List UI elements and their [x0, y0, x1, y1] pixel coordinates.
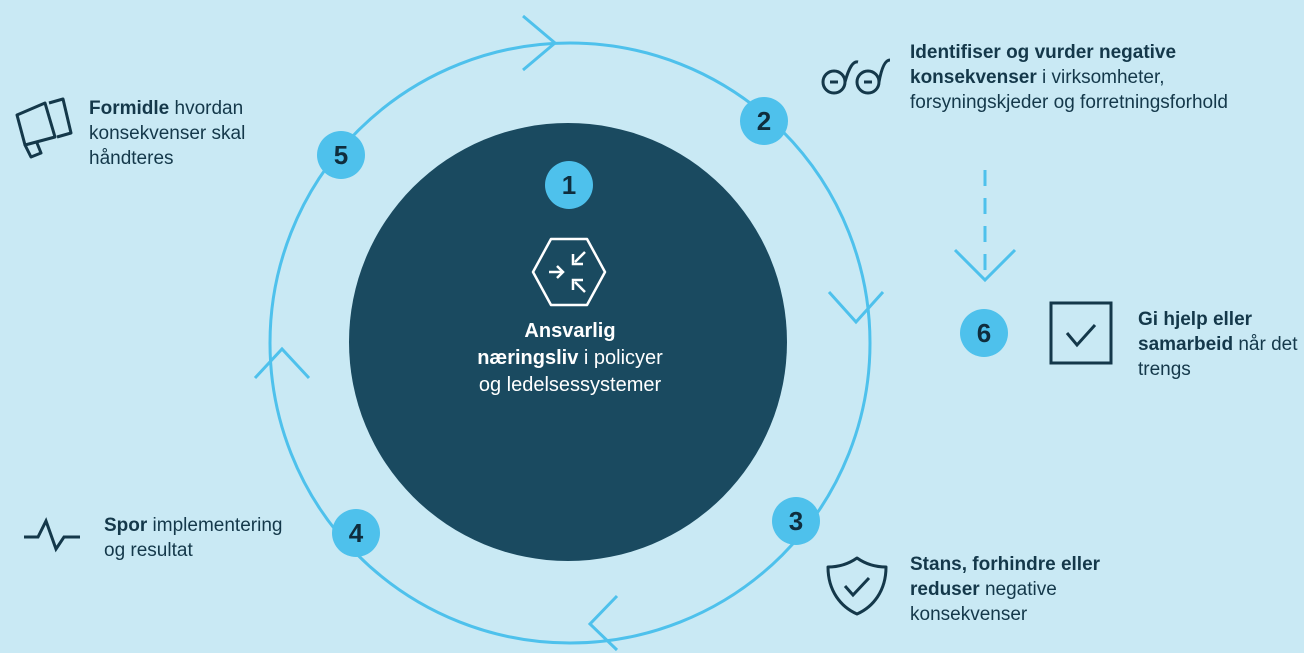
- step-6-text: Gi hjelp eller samarbeid når det trengs: [1138, 307, 1302, 382]
- badge-5: 5: [317, 131, 365, 179]
- step-3-text: Stans, forhindre eller reduser negative …: [910, 552, 1170, 627]
- step-3-bold: Stans, forhindre eller reduser: [910, 554, 1101, 600]
- center-title-bold2: næringsliv: [477, 347, 579, 369]
- badge-2: 2: [740, 97, 788, 145]
- step-5-rest: hvordan konsekvenser skal håndteres: [89, 98, 246, 169]
- step-6-bold: Gi hjelp eller samarbeid: [1138, 309, 1253, 355]
- badge-4: 4: [332, 509, 380, 557]
- glasses-icon: [821, 58, 890, 95]
- center-title-bold: Ansvarlig: [524, 320, 616, 342]
- pulse-icon: [24, 517, 80, 553]
- ring-arrow-bottom: [587, 594, 619, 652]
- dashed-connector-arrow: [953, 248, 1017, 283]
- step-5-bold: Formidle: [89, 98, 170, 119]
- megaphone-icon: [15, 97, 73, 159]
- step-5-text: Formidle hvordan konsekvenser skal håndt…: [89, 96, 299, 171]
- step-4-rest: implementering og resultat: [104, 515, 283, 561]
- ring-arrow-top: [522, 14, 558, 72]
- step-3-rest: negative konsekvenser: [910, 579, 1057, 625]
- cycle-ring: [268, 41, 872, 645]
- step-2-bold: Identifiser og vurder negative konsekven…: [910, 42, 1177, 88]
- badge-6: 6: [960, 309, 1008, 357]
- center-circle: [349, 123, 787, 561]
- step-2-rest: i virksomheter, forsyningskjeder og forr…: [910, 67, 1228, 113]
- step-2-text: Identifiser og vurder negative konsekven…: [910, 40, 1250, 115]
- step-4-text: Spor implementering og resultat: [104, 513, 294, 563]
- badge-1: 1: [545, 161, 593, 209]
- center-title-rest: i policyer: [578, 347, 663, 369]
- ring-arrow-left: [253, 346, 311, 380]
- step-4-bold: Spor: [104, 515, 148, 536]
- center-title-line3: og ledelsessystemer: [478, 374, 662, 396]
- step-6-rest: når det trengs: [1138, 334, 1298, 380]
- ring-arrow-right: [827, 290, 885, 325]
- badge-3: 3: [772, 497, 820, 545]
- shield-check-icon: [826, 556, 888, 616]
- center-label: Ansvarlig næringsliv i policyer og ledel…: [400, 318, 740, 399]
- hexagon-arrows-icon: [531, 237, 607, 307]
- checkbox-icon: [1049, 301, 1113, 365]
